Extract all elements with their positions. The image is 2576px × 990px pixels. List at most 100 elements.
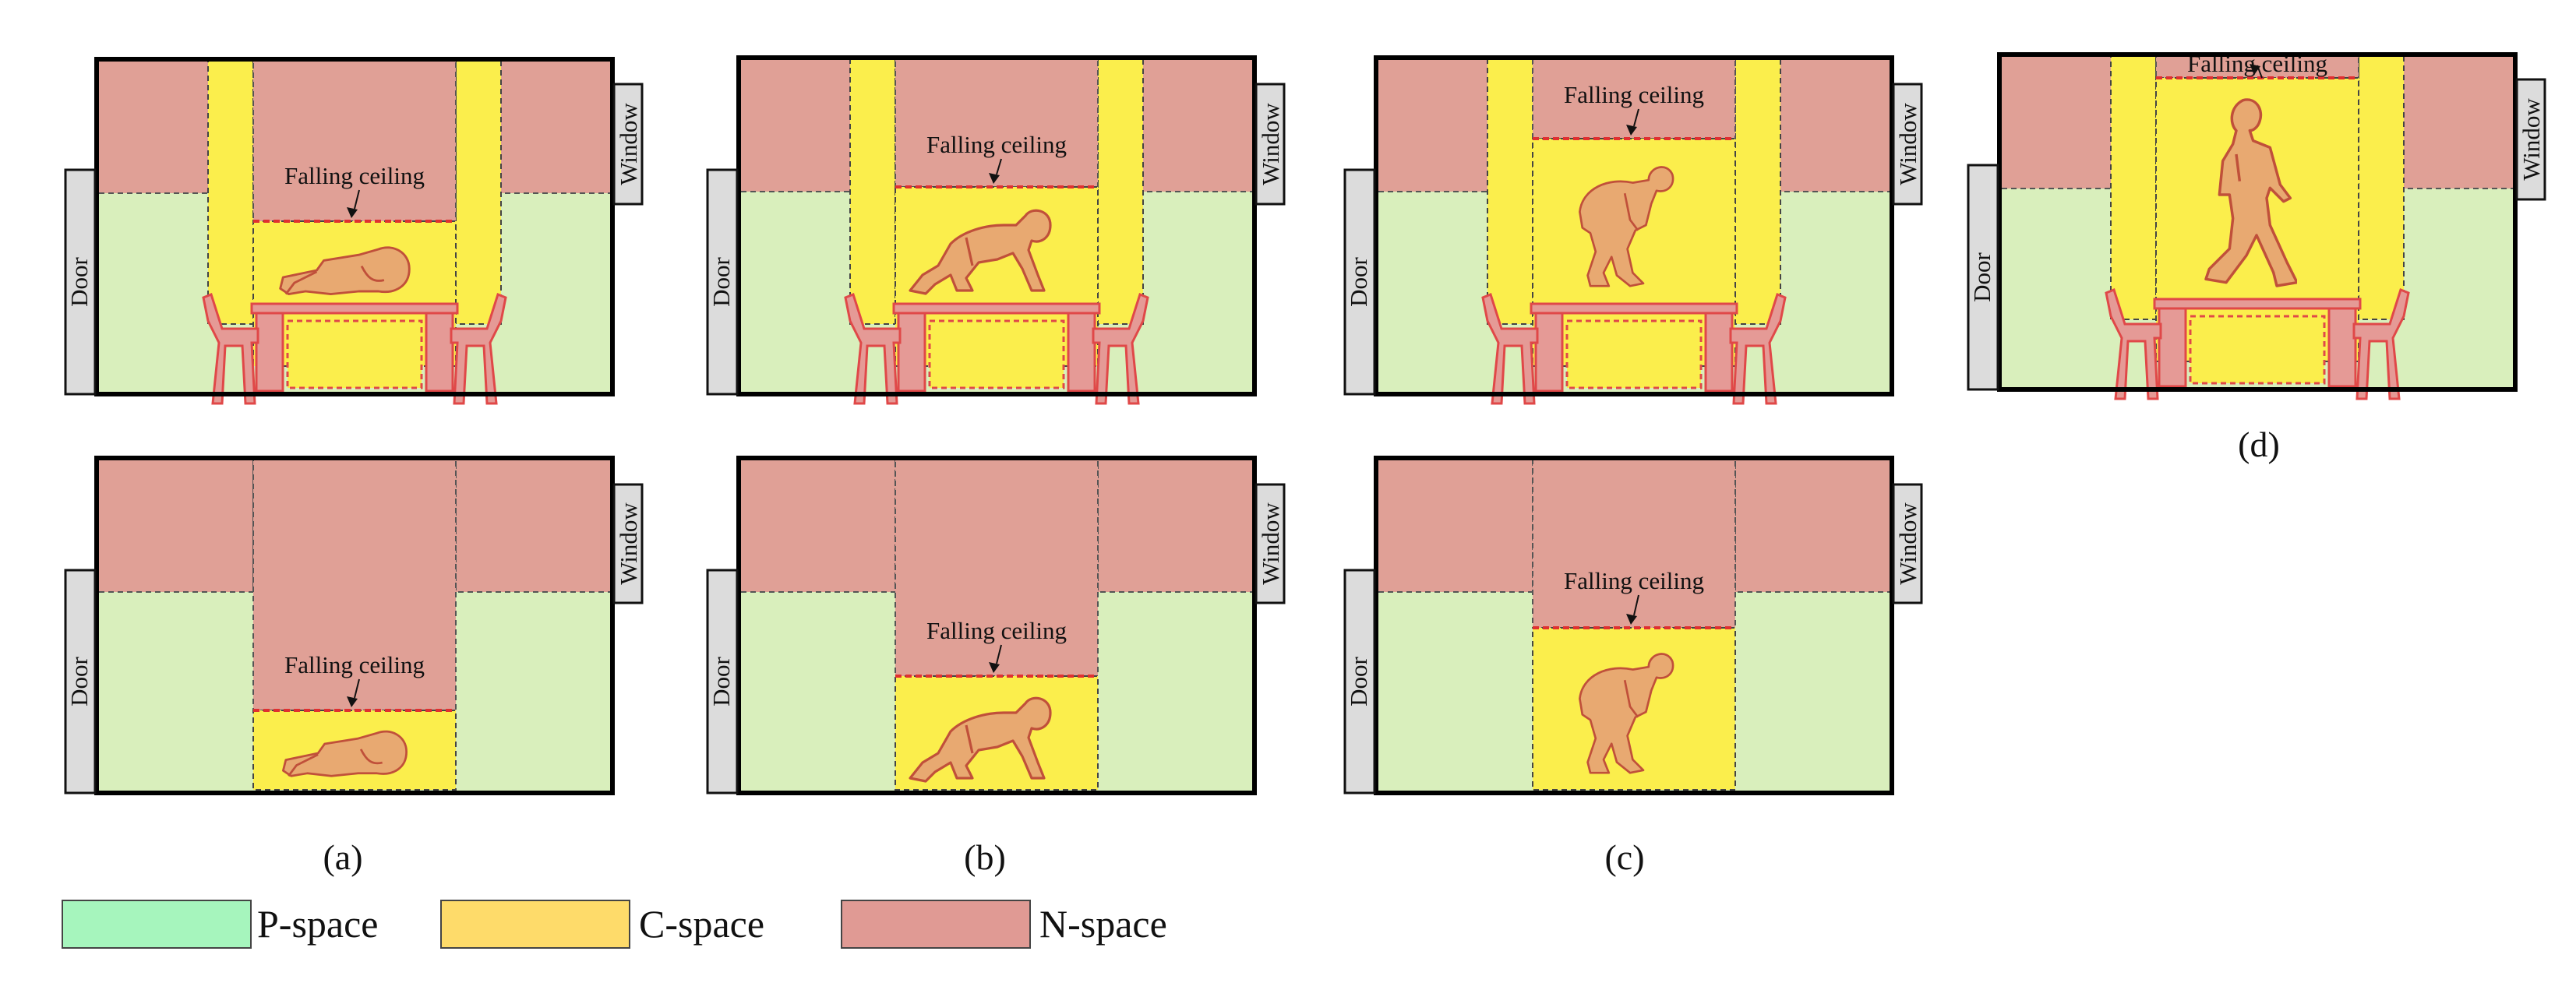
falling-ceiling-label: Falling ceiling: [284, 162, 425, 189]
window-panel: [612, 83, 644, 206]
table-leg: [1534, 312, 1564, 393]
window-panel: [2515, 78, 2546, 201]
c-space-pillar-left: [2110, 54, 2157, 320]
window: Window: [1892, 483, 1923, 604]
n-space-left: [1375, 457, 1533, 593]
falling-ceiling-arrow-line: [996, 644, 1002, 664]
c-space-pillar-left: [207, 58, 254, 325]
caption-b: (b): [964, 837, 1006, 877]
door-panel: [64, 168, 97, 396]
falling-ceiling-arrow-line: [1633, 594, 1639, 616]
n-space-center: [1532, 457, 1736, 629]
window: Window: [612, 483, 644, 604]
n-space-center: [895, 57, 1099, 188]
space-under-table: [1565, 319, 1703, 389]
table-leg: [2158, 307, 2187, 388]
door: Door: [64, 569, 97, 794]
window-label: Window: [1257, 103, 1284, 185]
door-label: Door: [65, 656, 93, 706]
window-label: Window: [1894, 502, 1921, 585]
window: Window: [1254, 483, 1286, 604]
chair: [2352, 288, 2410, 400]
legend-label-c-space: C-space: [639, 902, 764, 946]
falling-ceiling-arrow-line: [996, 158, 1002, 175]
legend-label-p-space: P-space: [257, 902, 379, 946]
space-under-table: [2189, 315, 2326, 385]
chair: [1092, 293, 1149, 405]
door-label: Door: [65, 256, 93, 306]
window-label: Window: [1894, 103, 1921, 185]
falling-ceiling-label: Falling ceiling: [1564, 81, 1704, 108]
table-leg: [255, 312, 284, 393]
door-panel: [706, 569, 739, 794]
n-space-center: [252, 457, 457, 711]
table-top: [892, 302, 1101, 315]
door-panel: [1967, 164, 1999, 391]
window-label: Window: [1257, 502, 1284, 585]
falling-ceiling-label: Falling ceiling: [1564, 567, 1704, 594]
window-panel: [1892, 483, 1923, 604]
chair: [450, 293, 507, 405]
window-panel: [1254, 83, 1286, 206]
c-space-pillar-right: [1097, 57, 1144, 325]
room-wall: [94, 456, 615, 795]
falling-ceiling-arrow-head: [1626, 125, 1637, 136]
legend-label-n-space: N-space: [1039, 902, 1167, 946]
n-space-center: [895, 457, 1099, 677]
falling-ceiling-arrow-head: [989, 173, 1000, 184]
window-label: Window: [2518, 98, 2545, 181]
c-space-pillar-right: [455, 58, 502, 325]
door-label: Door: [708, 656, 735, 706]
caption-c: (c): [1604, 837, 1644, 877]
door-label: Door: [1345, 656, 1372, 706]
room-wall: [736, 456, 1257, 795]
door-panel: [1343, 569, 1376, 794]
table-top: [2153, 298, 2362, 310]
n-space-right: [455, 457, 613, 593]
falling-ceiling-label: Falling ceiling: [926, 131, 1067, 158]
window: Window: [1892, 83, 1923, 206]
n-space-left: [96, 457, 254, 593]
c-space-pillar-right: [2358, 54, 2405, 320]
falling-ceiling-arrow-head: [989, 662, 1000, 673]
window-panel: [1892, 83, 1923, 206]
n-space-right: [1734, 457, 1893, 593]
door-panel: [64, 569, 97, 794]
table-leg: [897, 312, 926, 393]
window-label: Window: [615, 103, 642, 185]
door: Door: [1343, 569, 1376, 794]
table-leg: [2327, 307, 2357, 388]
c-space-pillar-right: [1734, 57, 1781, 325]
chair: [844, 293, 902, 405]
window-panel: [612, 483, 644, 604]
room-wall: [1997, 52, 2518, 392]
falling-ceiling-arrow-line: [354, 189, 360, 210]
falling-ceiling-arrow-head: [1626, 614, 1637, 625]
n-space-left: [738, 457, 896, 593]
door-panel: [706, 168, 739, 396]
door-label: Door: [1345, 256, 1372, 306]
window: Window: [612, 83, 644, 206]
room-wall: [94, 57, 615, 396]
window-label: Window: [615, 502, 642, 585]
chair: [1481, 293, 1539, 405]
falling-ceiling-arrow-head: [2250, 64, 2260, 75]
table-top: [1530, 302, 1738, 315]
falling-ceiling-label: Falling ceiling: [926, 617, 1067, 644]
door: Door: [706, 569, 739, 794]
door-panel: [1343, 168, 1376, 396]
falling-ceiling-arrow-head: [347, 696, 358, 707]
chair: [1729, 293, 1787, 405]
chair: [2105, 288, 2162, 400]
room-wall: [736, 55, 1257, 396]
legend-swatch-p-space: [62, 900, 252, 949]
falling-ceiling-arrow-line: [354, 678, 360, 699]
window: Window: [2515, 78, 2546, 201]
